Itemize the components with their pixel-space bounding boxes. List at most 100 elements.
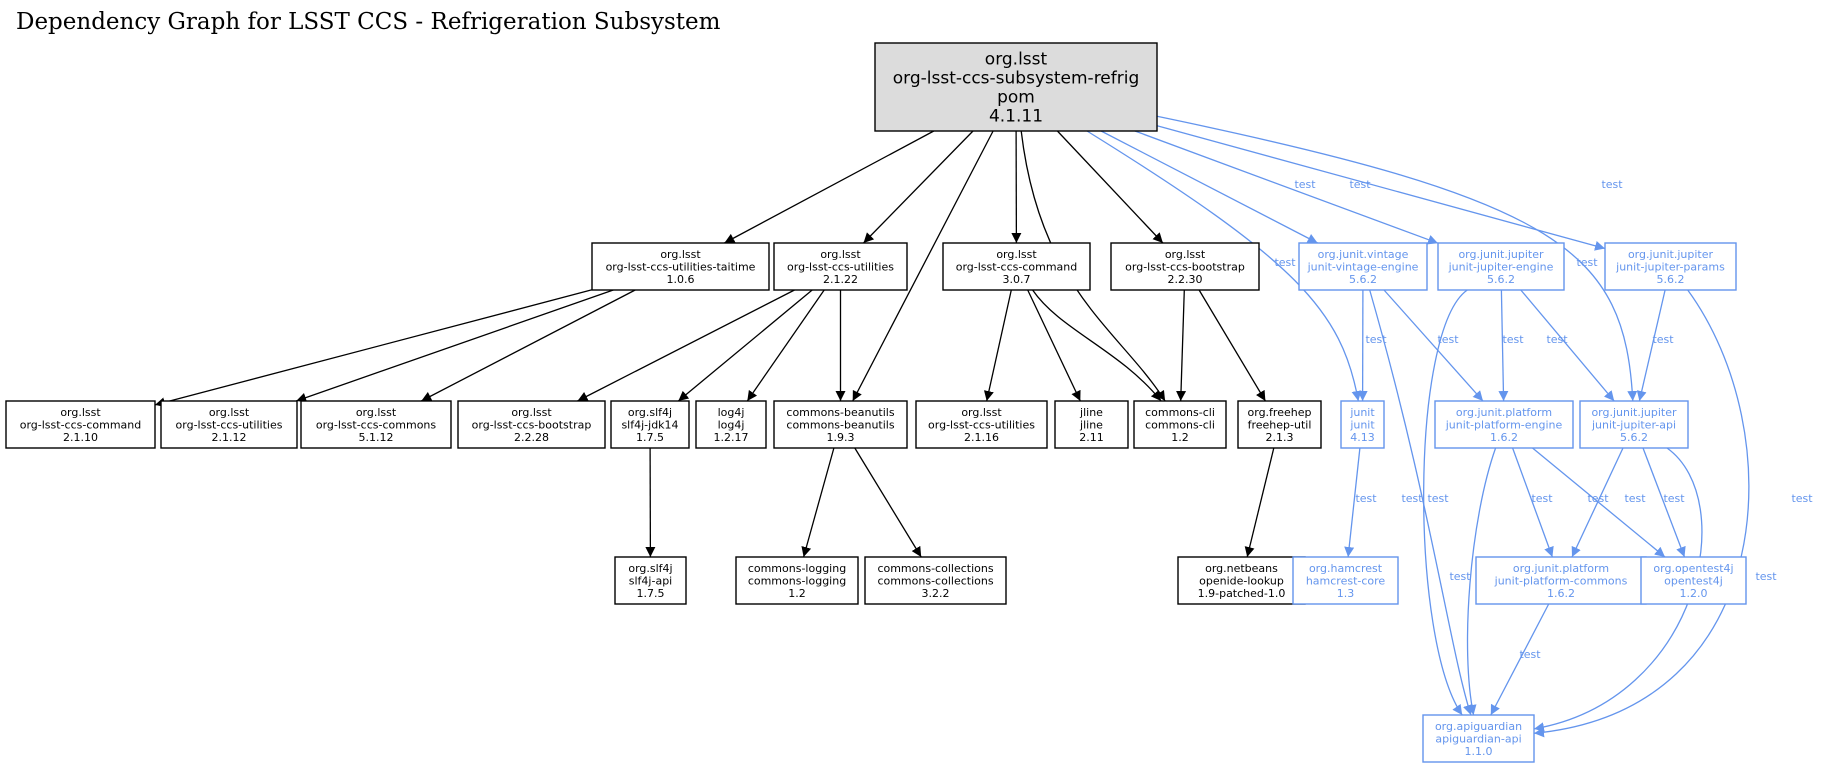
node-label-line: 1.7.5 [637,587,665,600]
edge-root-to-beanutils [852,130,994,402]
node-label-line: org.lsst [511,406,552,419]
edge-jupengine-to-apiguardian [1423,289,1468,716]
node-box [1475,556,1647,605]
edge-boot2230-to-freehep [1198,289,1266,402]
node-label-line: slf4j-jdk14 [621,419,678,432]
node-label-line: 3.2.2 [922,587,950,600]
node-label-line: commons-collections [877,575,993,588]
node-jupengine: org.junit.jupiterjunit-jupiter-engine5.6… [1437,242,1565,291]
node-label-line: commons-logging [748,562,846,575]
node-label-line: commons-collections [877,562,993,575]
node-label-line: commons-cli [1145,419,1215,432]
edge-util2122-to-log4j [746,289,825,402]
edge-junit-to-hamcrest [1344,447,1361,558]
edge-cmd307-to-jline [1027,289,1081,402]
node-label-line: pom [997,88,1035,108]
node-label-line: org-lsst-ccs-bootstrap [472,419,592,432]
node-box [1640,556,1747,605]
node-label-line: org.slf4j [628,562,672,575]
node-label-line: 1.9.3 [827,431,855,444]
node-openide: org.netbeansopenide-lookup1.9-patched-1.… [1177,556,1306,605]
node-label-line: 1.6.2 [1547,587,1575,600]
node-label-line: 5.6.2 [1620,431,1648,444]
node-label-line: org.lsst [660,248,701,261]
node-jupparams: org.junit.jupiterjunit-jupiter-params5.6… [1604,242,1737,291]
node-label-line: org.lsst [820,248,861,261]
node-label-line: 2.1.10 [63,431,98,444]
node-box [300,400,452,449]
edge-label: test [1791,492,1813,505]
node-label-line: 1.1.0 [1465,745,1493,758]
edge-platengine-to-opentest4j [1532,447,1666,558]
node-label-line: junit-vintage-engine [1307,261,1419,274]
node-label-line: junit [1349,406,1375,419]
edge-root-to-jupengine [1134,130,1439,245]
node-label-line: junit [1349,419,1375,432]
node-label-line: org-lsst-ccs-utilities-taitime [606,261,756,274]
edge-label: test [1355,492,1377,505]
node-label-line: 4.13 [1350,431,1375,444]
edge-vintage-to-platengine [1383,289,1484,402]
node-label-line: org-lsst-ccs-command [20,419,142,432]
edge-label: test [1427,492,1449,505]
edge-label: test [1502,333,1524,346]
edge-beanutils-to-collections [854,447,922,558]
node-label-line: org-lsst-ccs-utilities [176,419,283,432]
node-label-line: org.junit.vintage [1318,248,1409,261]
node-label-line: commons-beanutils [786,419,894,432]
node-label-line: freehep-util [1248,419,1312,432]
node-root: org.lsstorg-lsst-ccs-subsystem-refrigpom… [874,42,1158,132]
node-label-line: hamcrest-core [1306,575,1386,588]
edge-root-to-jupapi [1156,115,1638,402]
edge-jupapi-to-opentest4j [1642,447,1686,558]
edge-root-to-vintage [1100,130,1318,244]
node-label-line: org.junit.platform [1456,406,1552,419]
edge-util2122-to-slf4jjdk [677,289,813,402]
node-label-line: org-lsst-ccs-utilities [928,419,1035,432]
node-box [5,400,156,449]
edge-taitime-to-util2112 [295,289,614,403]
node-label-line: org.junit.jupiter [1628,248,1714,261]
node-label-line: 2.2.30 [1168,273,1203,286]
node-label-line: org.lsst [60,406,101,419]
edge-freehep-to-openide [1244,447,1275,558]
node-label-line: junit-platform-engine [1445,419,1563,432]
node-box [735,556,859,605]
node-label-line: org.lsst [1165,248,1206,261]
node-label-line: log4j [718,406,745,419]
node-vintage: org.junit.vintagejunit-vintage-engine5.6… [1298,242,1428,291]
edge-cmd307-to-cli [1032,289,1162,402]
edge-taitime-to-cmd2110 [154,289,593,408]
node-label-line: org.junit.platform [1513,562,1609,575]
edge-root-to-junit [1086,130,1362,402]
edge-label: test [1274,256,1296,269]
edge-label: test [1652,333,1674,346]
node-label-line: opentest4j [1664,575,1723,588]
node-label-line: 4.1.11 [989,107,1043,127]
node-label-line: 2.1.12 [212,431,247,444]
edge-root-to-taitime [724,130,935,244]
node-label-line: jline [1079,419,1103,432]
node-label-line: org.junit.jupiter [1458,248,1544,261]
node-label-line: jline [1079,406,1103,419]
node-box [1237,400,1322,449]
edge-root-to-jupparams [1156,125,1606,251]
edge-label: test [1576,256,1598,269]
node-label-line: org.lsst [996,248,1037,261]
edge-root-to-cli [1020,130,1166,402]
node-label-line: org-lsst-ccs-command [956,261,1078,274]
node-label-line: org-lsst-ccs-bootstrap [1125,261,1245,274]
edge-label: test [1546,333,1568,346]
node-label-line: junit-jupiter-api [1591,419,1676,432]
node-label-line: commons-cli [1145,406,1215,419]
node-label-line: 1.7.5 [636,431,664,444]
edge-root-to-util2122 [863,130,974,244]
node-label-line: commons-logging [748,575,846,588]
